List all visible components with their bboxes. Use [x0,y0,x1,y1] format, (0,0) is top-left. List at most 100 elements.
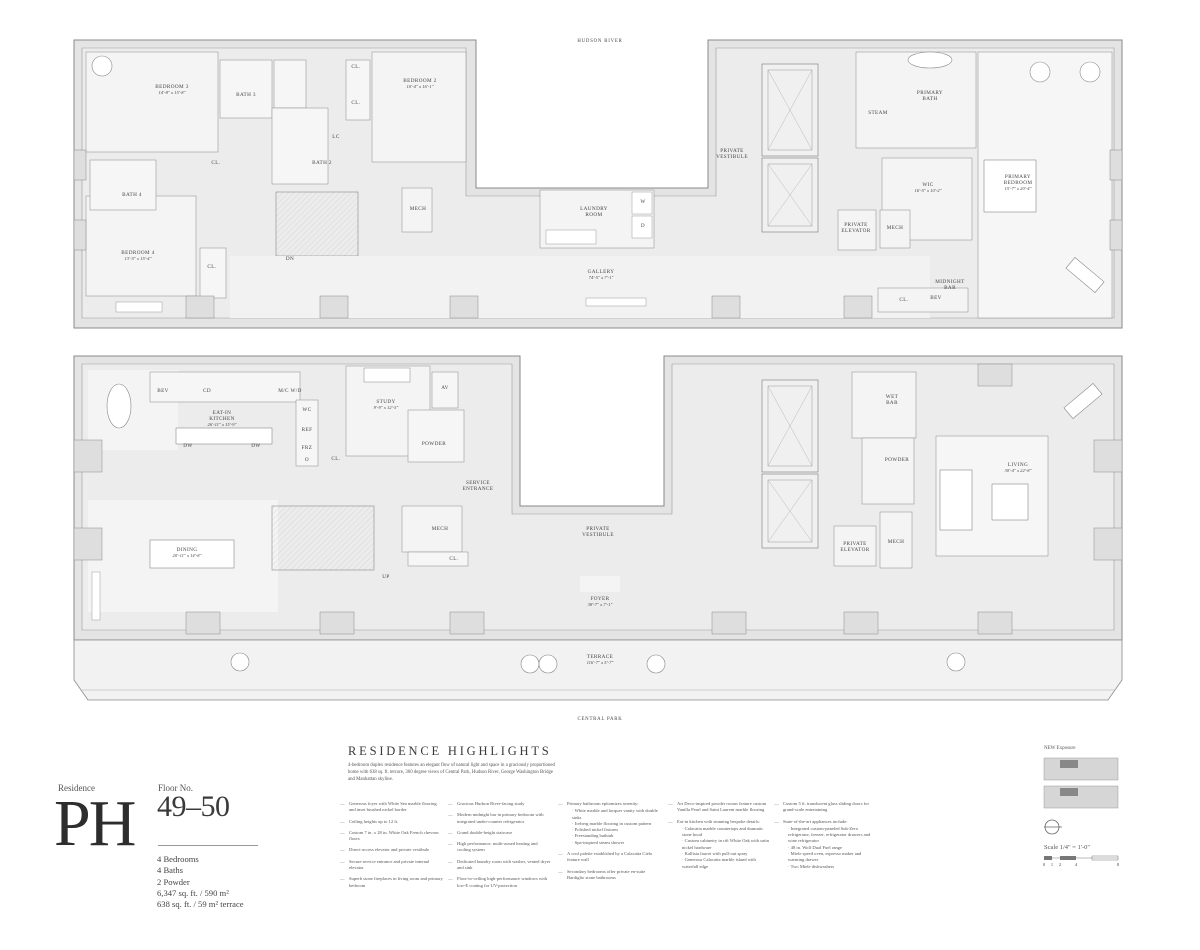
highlight-subitem: · White marble and lacquer vanity with d… [572,808,658,820]
floor-number: 49–50 [157,790,230,823]
upper-room-label: PRIMARY [1005,174,1031,180]
lower-room-dims: 116'-7" x 5'-7" [587,660,614,665]
scale-tick-label: 4 [1075,862,1078,867]
lower-room-label: TERRACE [587,654,613,660]
highlight-subitem: · Custom cabinetry in rift White Oak wit… [682,838,769,850]
lower-room-dims: 30'-4" x 22'-8" [1005,468,1032,473]
highlight-item: —Custom 5 ft. translucent glass sliding … [774,801,869,813]
lower-room-dims: 20'-11" x 14'-8" [173,553,202,558]
highlight-item: —Floor-to-ceiling high-performance windo… [448,876,548,888]
highlights-column: —Custom 5 ft. translucent glass sliding … [774,801,878,875]
lower-room-label: ENTRANCE [463,486,494,492]
upper-room-label: BATH [922,96,937,102]
highlights-intro: 4-bedroom duplex residence features an e… [348,763,555,782]
highlight-item: —Gracious Hudson River-facing study [448,801,525,806]
upper-room-label: STEAM [868,110,888,116]
upper-room-label: BEDROOM 4 [121,250,154,256]
upper-room-label: VESTIBULE [716,154,748,160]
upper-room-label: WIC [922,182,933,188]
highlight-subitem: · Integrated custom-paneled Sub-Zero ref… [788,825,871,844]
highlight-subitem: · Polished nickel fixtures [572,827,619,833]
lower-room-label: LIVING [1008,462,1028,468]
upper-room-label: GALLERY [588,269,615,275]
residence-name: PH [54,787,136,860]
scale-bar [1044,855,1119,861]
highlight-subitem: · Kallista faucet with pull-out spray [682,851,748,857]
floor-label: Floor No. [158,783,194,793]
lower-room-label: PRIVATE [586,526,609,532]
lower-room-label: SERVICE [466,480,490,486]
upper-room-label: BATH 4 [122,192,142,198]
lower-room-label: DW [251,443,260,449]
lower-room-dims: 9'-9" x 12'-5" [374,405,399,410]
lower-room-label: BAR [886,400,898,406]
highlight-item: —Generous foyer with White Sea marble fl… [340,801,437,813]
residence-label: Residence [58,783,95,793]
orientation-south: CENTRAL PARK [577,717,622,722]
lower-room-dims: 26'-11" x 15'-9" [208,422,237,427]
upper-room-label: BEDROOM 2 [403,78,436,84]
highlight-item: —Direct-access elevator and private vest… [340,847,430,853]
upper-room-dims: 15'-7" x 20'-4" [1005,186,1032,191]
lower-room-label: MECH [432,526,449,532]
highlight-item: —Grand double-height staircase [448,829,513,835]
highlight-item: —Custom 7 in. x 28 in. White Oak French … [340,829,439,842]
stat-terrace: 638 sq. ft. / 59 m² terrace [157,899,244,910]
highlights-column: —Art Deco-inspired powder rooms feature … [668,801,772,875]
highlight-subitem: · Freestanding bathtub [572,833,614,839]
residence-stats: 4 Bedrooms 4 Baths 2 Powder 6,347 sq. ft… [157,854,244,910]
highlight-item: —Art Deco-inspired powder rooms feature … [668,801,767,813]
highlight-subitem: · Iceberg marble flooring in custom patt… [572,820,652,826]
highlight-item: —Dedicated laundry room with washer, ven… [448,858,551,871]
upper-room-label: CL. [211,160,220,166]
highlights-column: —Primary bathroom epitomizes serenity:· … [558,801,662,886]
upper-room-label: PRIVATE [720,148,743,154]
scale-tick-label: 2 [1059,862,1061,867]
scale-tick-label: 8 [1117,862,1120,867]
lower-room-label: DW [183,443,192,449]
upper-room-label: BEDROOM 3 [155,84,188,90]
upper-room-label: MECH [887,225,904,231]
highlights-title: RESIDENCE HIGHLIGHTS [348,744,552,758]
lower-room-label: BEV [157,388,169,394]
lower-room-label: EAT-IN [213,410,232,416]
lower-room-label: UP [382,574,389,580]
upper-room-label: CL. [351,100,360,106]
highlight-subitem: · Two Miele dishwashers [788,863,835,869]
upper-room-dims: 16'-5" x 10'-2" [915,188,942,193]
lower-room-label: POWDER [422,441,446,447]
upper-floor-labels: BEDROOM 314'-8" x 15'-8"BATH 3CL.CL.BEDR… [121,64,1032,303]
lower-room-label: FOYER [590,596,609,602]
highlight-item: —Secondary bedrooms offer private en-sui… [558,868,646,880]
lower-room-label: PRIVATE [843,541,866,547]
lower-room-label: WET [886,394,899,400]
upper-room-label: CL. [351,64,360,70]
lower-room-label: WC [302,407,311,413]
upper-room-label: BEDROOM [1004,180,1033,186]
upper-floor-plan [73,39,1123,329]
view-label: NEW Exposure [1044,746,1076,751]
highlight-subitem: · Miele speed oven, espresso maker and w… [788,851,862,863]
upper-room-label: PRIVATE [844,222,867,228]
lower-room-label: CD [203,388,211,394]
lower-room-label: FRZ [302,445,313,451]
upper-room-label: LAUNDRY [580,206,608,212]
highlight-subitem: · Generous Calacatta marble island with … [682,857,756,869]
upper-room-label: LC [332,134,340,140]
upper-room-label: MECH [410,206,427,212]
upper-room-label: ROOM [585,212,602,218]
lower-room-label: MECH [888,539,905,545]
lower-room-label: POWDER [885,457,909,463]
highlight-subitem: · Spa-inspired steam shower [572,839,625,845]
lower-room-label: ELEVATOR [840,547,869,553]
upper-room-label: D [641,223,645,229]
lower-room-label: CL. [331,456,340,462]
highlights-column: —Generous foyer with White Sea marble fl… [340,801,444,894]
lower-room-label: VESTIBULE [582,532,614,538]
upper-room-label: CL. [207,264,216,270]
stat-powder: 2 Powder [157,876,190,887]
upper-room-label: DN [286,256,294,262]
stat-area: 6,347 sq. ft. / 590 m² [157,887,229,898]
